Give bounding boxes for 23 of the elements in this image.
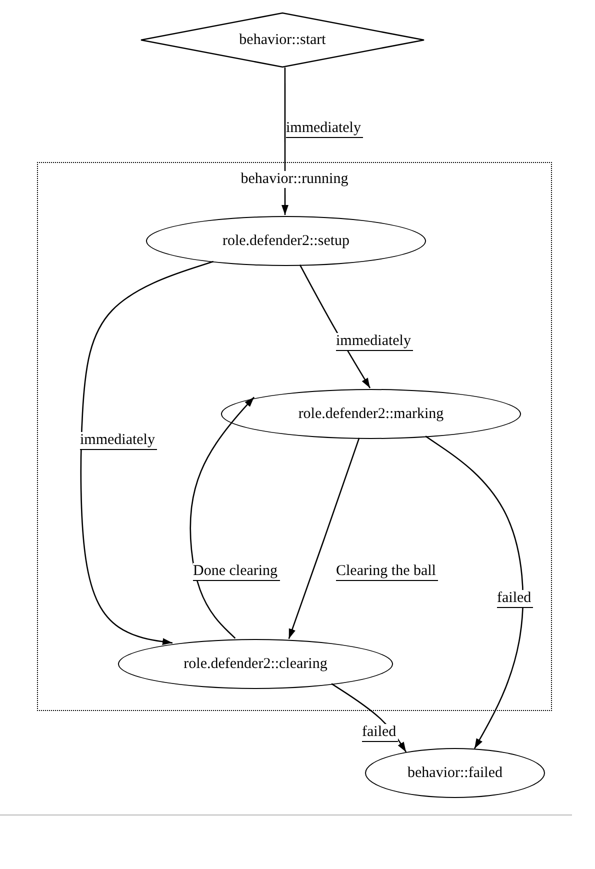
edge-label: failed — [362, 724, 398, 742]
edge-label: immediately — [336, 333, 413, 351]
arrow — [282, 68, 288, 215]
state-name: role.defender2::marking — [298, 406, 444, 422]
arrow — [425, 436, 524, 749]
state-name: behavior::start — [239, 32, 326, 48]
state-name: behavior::failed — [408, 764, 502, 782]
cluster-title: behavior::running — [240, 171, 348, 188]
state-name: role.defender2::setup — [222, 232, 350, 250]
state-ellipse — [365, 748, 545, 798]
arrow — [190, 396, 255, 639]
edge-label: immediately — [286, 120, 363, 138]
edge-label: Done clearing — [193, 563, 280, 581]
edge-label: failed — [497, 590, 534, 608]
state-name: role.defender2::clearing — [184, 656, 328, 672]
state-ellipse — [118, 639, 393, 689]
edge-label: immediately — [80, 432, 157, 450]
arrow — [80, 260, 214, 646]
arrow — [288, 438, 360, 640]
state-ellipse — [221, 389, 521, 439]
start-diamond — [140, 12, 425, 68]
edge-label: Clearing the ball — [336, 563, 438, 581]
state-ellipse — [146, 216, 426, 266]
